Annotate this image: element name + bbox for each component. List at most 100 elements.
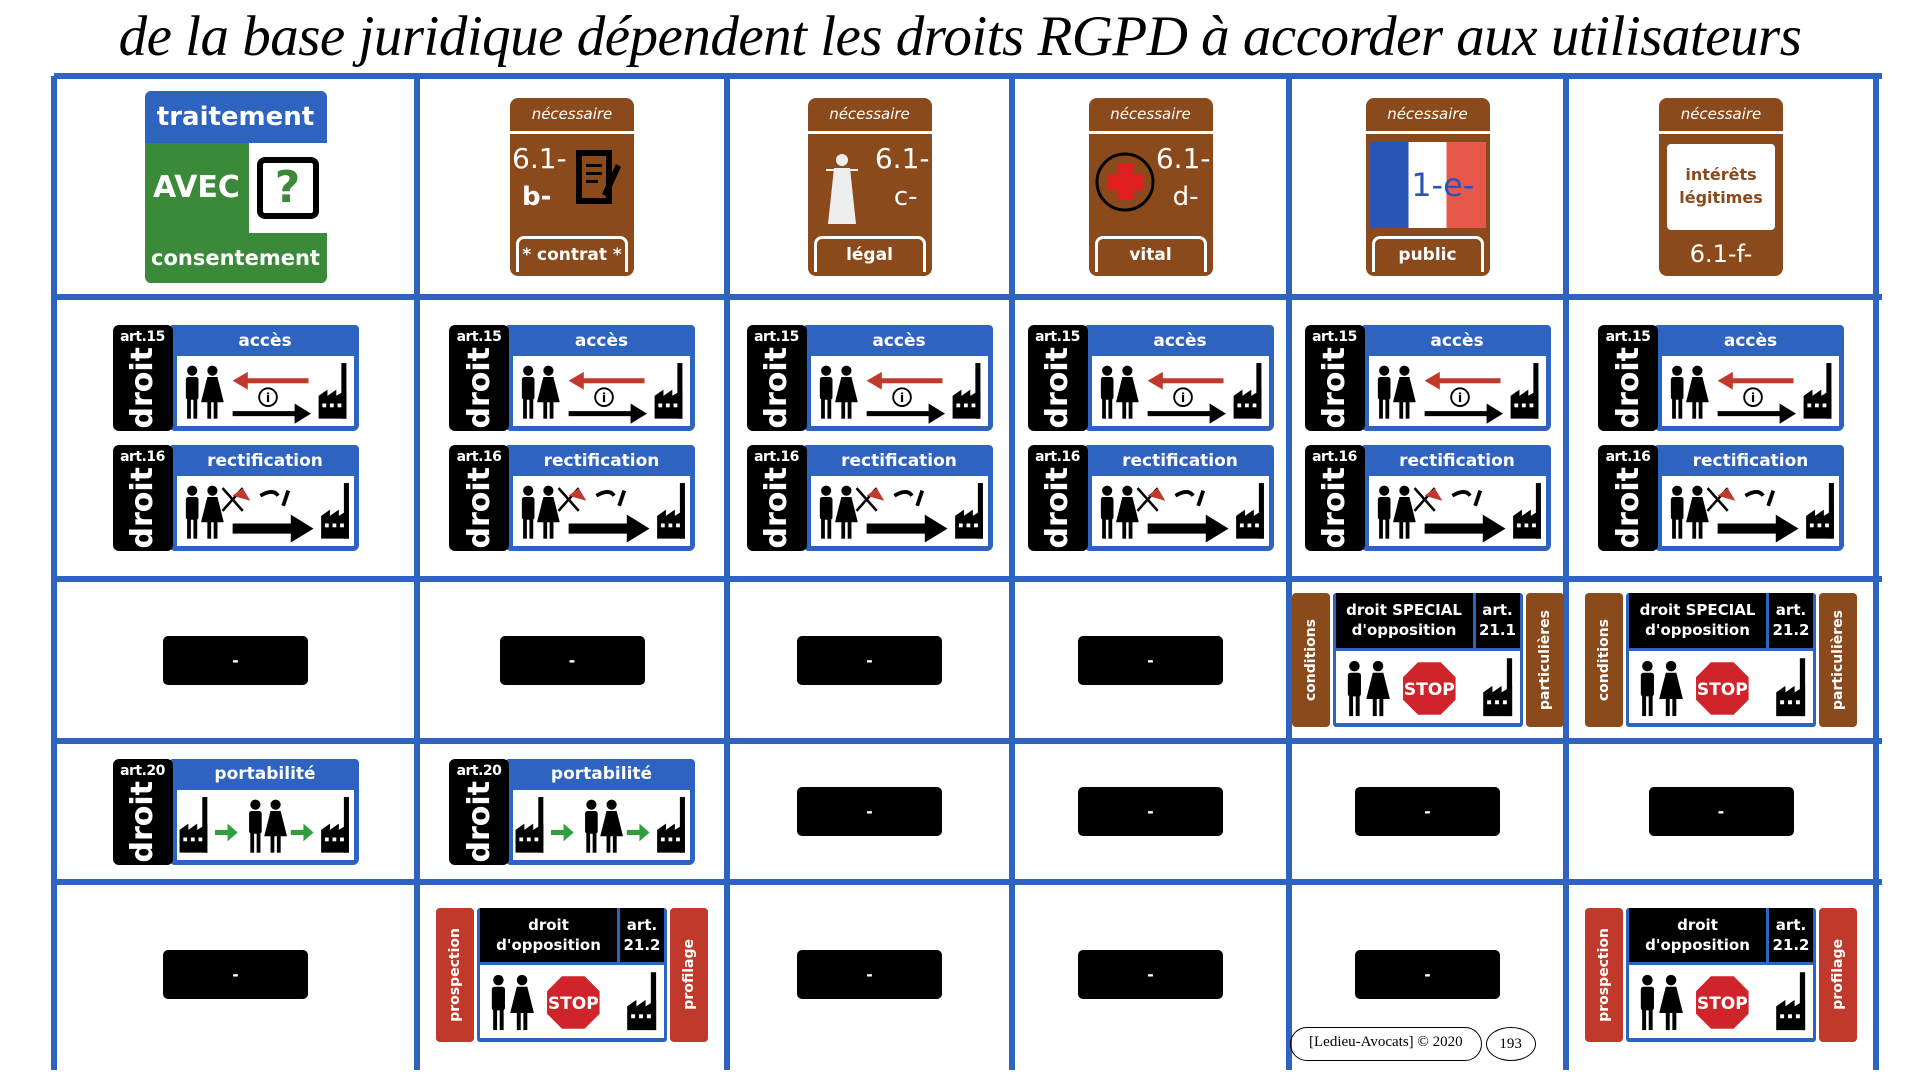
droit-label: droit <box>1317 347 1352 429</box>
article-label: art.15 <box>120 329 165 345</box>
right-body: accès i <box>168 325 359 431</box>
side-label-left: prospection <box>436 907 474 1042</box>
right-body: rectification <box>168 445 359 551</box>
lady-justice-icon <box>822 148 878 224</box>
right-title: portabilité <box>214 764 316 785</box>
side-text: particulières <box>1536 610 1553 710</box>
rectif-pictogram-icon <box>521 483 685 543</box>
not-applicable-box: - <box>1355 787 1500 836</box>
article-number: 6.1-e- <box>1380 165 1475 204</box>
grid-line-vertical <box>1286 76 1292 1070</box>
right-body: rectification <box>505 445 695 551</box>
svg-text:i: i <box>899 391 903 406</box>
consent-top-label: traitement <box>144 90 327 143</box>
badge-content: 6.1-e- <box>1366 134 1490 236</box>
right-title: rectification <box>1399 450 1515 471</box>
badge-bottom-label: 6.1-f- <box>1689 239 1753 268</box>
necessaire-label: nécessaire <box>1659 98 1783 134</box>
cell-rights: - <box>420 582 724 738</box>
not-applicable-box: - <box>1355 950 1500 999</box>
right-title: portabilité <box>550 764 653 785</box>
consent-avec-label: AVEC <box>144 142 249 233</box>
article-letter: c- <box>893 181 918 212</box>
stop-pictogram-icon: STOP <box>1347 657 1512 718</box>
article-label: art.15 <box>754 329 799 345</box>
rectif-pictogram-icon <box>819 483 983 543</box>
cell-rights: - <box>1292 885 1563 1064</box>
not-applicable-box: - <box>797 787 942 836</box>
rectif-pictogram-icon <box>185 483 349 543</box>
badge-bottom-label: vital <box>1094 235 1207 272</box>
pictogram: i <box>1091 356 1269 426</box>
pictogram <box>176 789 354 860</box>
grid-line-vertical <box>1873 76 1879 1070</box>
opposition-title: droit d'opposition <box>1629 907 1766 963</box>
badge-bottom-label: légal <box>813 235 926 272</box>
svg-text:i: i <box>265 391 269 406</box>
badge-bottom-label: * contrat * <box>516 235 628 272</box>
article-label: art.15 <box>456 329 502 345</box>
article-label: art.20 <box>120 762 165 779</box>
access-pictogram-icon: i <box>1100 363 1261 425</box>
rectif-pictogram-icon <box>1670 483 1834 543</box>
svg-text:i: i <box>1180 391 1184 406</box>
side-text: particulières <box>1830 610 1846 710</box>
article-label: art.15 <box>1605 329 1651 345</box>
slide-title: de la base juridique dépendent les droit… <box>118 5 1802 68</box>
side-text: conditions <box>1302 618 1319 702</box>
right-title: accès <box>574 330 629 351</box>
grid-line-horizontal <box>54 73 1882 79</box>
right-body: portabilité <box>168 758 359 865</box>
svg-text:i: i <box>602 391 606 406</box>
right-title: rectification <box>1692 450 1809 471</box>
droit-label: droit <box>125 780 160 863</box>
not-applicable-box: - <box>163 635 308 685</box>
grid-line-vertical <box>51 76 57 1070</box>
pictogram: STOP <box>1629 965 1813 1038</box>
portab-pictogram-icon <box>179 796 349 853</box>
consent-middle: AVEC? <box>144 142 327 233</box>
article-label: art.16 <box>1605 449 1651 465</box>
side-label-right: particulières <box>1525 593 1564 727</box>
stop-pictogram-icon: STOP <box>1640 972 1806 1032</box>
opposition-title: droit SPECIAL d'opposition <box>1335 593 1473 648</box>
grid-line-horizontal <box>54 576 1882 582</box>
right-title: accès <box>238 330 292 351</box>
side-label-right: particulières <box>1819 593 1857 727</box>
cell-rights: - <box>730 582 1009 738</box>
droit-label: droit <box>461 780 497 863</box>
grid-line-vertical <box>414 76 420 1070</box>
not-applicable-box: - <box>1078 635 1223 685</box>
pictogram: STOP <box>1335 650 1520 723</box>
droit-label: droit <box>759 467 794 549</box>
article-number: 6.1- <box>1155 141 1211 175</box>
side-label-left: conditions <box>1291 593 1330 727</box>
